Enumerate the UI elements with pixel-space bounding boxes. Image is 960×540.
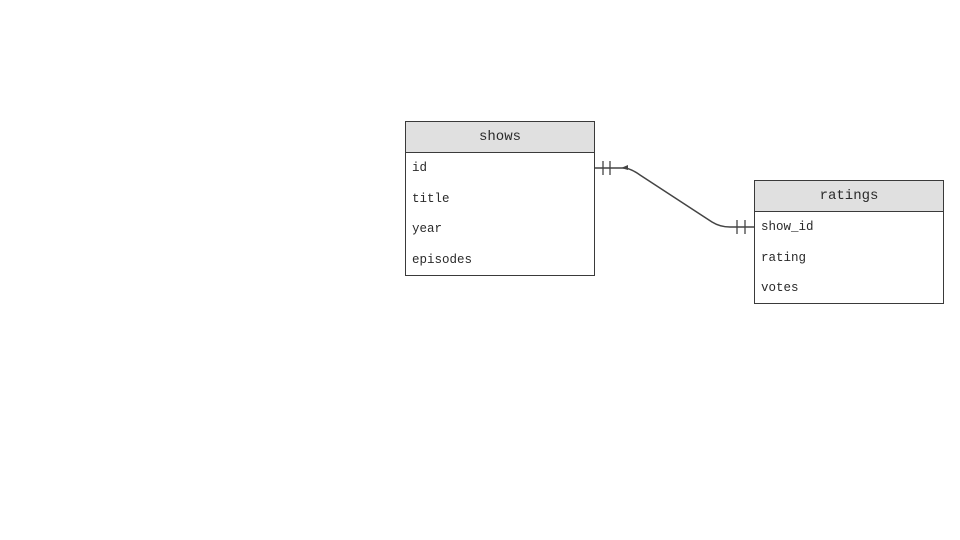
entity-title: shows: [406, 122, 594, 153]
arrow-tip-icon: [621, 165, 628, 170]
field-show-id: show_id: [761, 220, 814, 234]
field-episodes: episodes: [412, 253, 473, 268]
entity-shows[interactable]: shows id title year episodes: [405, 121, 595, 276]
field-id: id: [412, 161, 428, 175]
field-rating: rating: [761, 250, 807, 265]
entity-ratings[interactable]: ratings show_id rating votes: [754, 180, 944, 304]
field-votes: votes: [761, 281, 799, 296]
entity-title: ratings: [755, 181, 943, 212]
field-year: year: [412, 222, 443, 237]
field-title: title: [412, 191, 450, 206]
relationship-line: [595, 167, 754, 228]
